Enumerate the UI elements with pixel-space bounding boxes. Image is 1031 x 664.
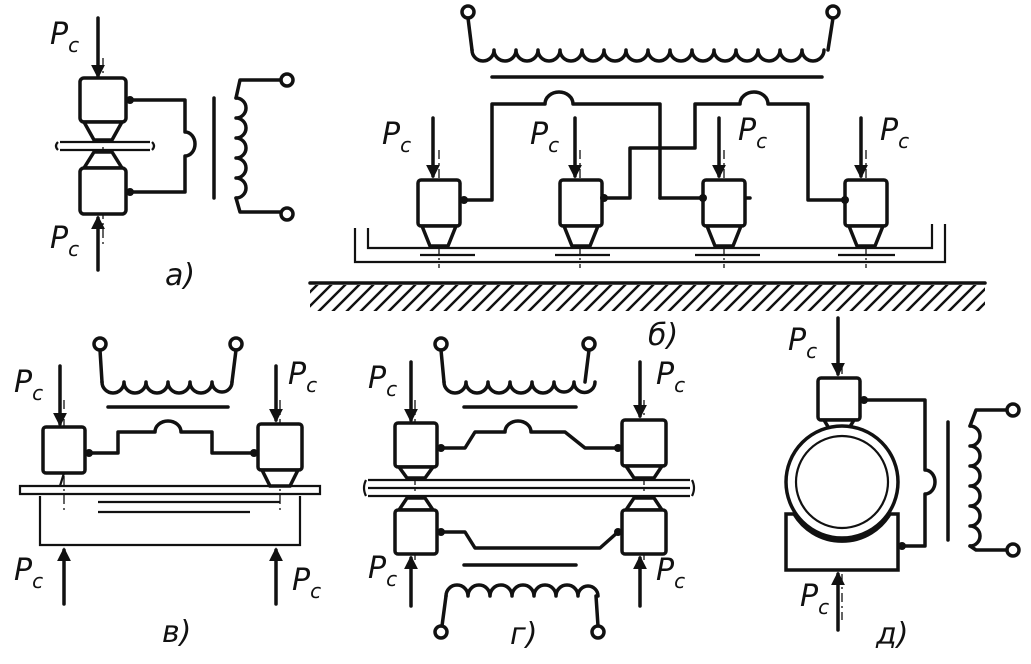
force-label: Pc xyxy=(880,113,909,153)
primary-coil-g-upper xyxy=(442,380,597,395)
force-label: Pc xyxy=(530,117,559,157)
caption-a: а) xyxy=(165,258,195,293)
primary-coil-g-lower xyxy=(444,583,600,598)
electrode-b1 xyxy=(416,150,468,268)
electrode-b4 xyxy=(841,150,889,268)
scheme-v: Pc Pc Pc Pc в) xyxy=(14,336,322,650)
scheme-a: Pc Pc а) xyxy=(50,16,295,293)
primary-coil-v xyxy=(100,380,234,395)
workpiece-v xyxy=(18,484,322,496)
pipe-outer xyxy=(784,424,900,540)
secondary-circuit-b2 xyxy=(658,90,845,202)
ground-hatch xyxy=(310,285,985,311)
scheme-b: Pc Pc Pc Pc б) xyxy=(308,4,987,353)
upper-electrode-d xyxy=(816,376,862,422)
primary-coil-a xyxy=(234,96,248,200)
caption-g: г) xyxy=(510,617,537,652)
scheme-g: Pc Pc Pc Pc г) xyxy=(362,336,696,652)
force-label: Pc xyxy=(14,553,43,593)
workpiece-channel-b xyxy=(353,224,947,264)
workpiece-sheets xyxy=(60,140,150,152)
electrode-v-left xyxy=(41,425,87,475)
electrode-b3 xyxy=(699,150,747,268)
secondary-circuit-v xyxy=(87,419,256,455)
electrode-g-tr xyxy=(620,418,668,468)
pipe-inner xyxy=(794,434,890,530)
lower-electrode xyxy=(78,166,128,216)
electrode-g-tl xyxy=(393,421,439,469)
electrode-b2 xyxy=(558,150,608,268)
caption-d: д) xyxy=(875,617,908,652)
caption-v: в) xyxy=(162,615,191,650)
secondary-circuit-g-upper xyxy=(439,419,620,450)
caption-b: б) xyxy=(648,318,678,353)
workpiece-g xyxy=(368,478,690,498)
force-label: Pc xyxy=(788,323,817,363)
force-label: Pc xyxy=(288,357,317,397)
secondary-circuit-d xyxy=(862,398,937,548)
force-label: Pc xyxy=(50,221,79,261)
primary-coil-b xyxy=(470,48,826,63)
lower-support-d xyxy=(784,512,900,572)
force-label: Pc xyxy=(800,579,829,619)
secondary-circuit-g-lower xyxy=(439,530,620,550)
force-label: Pc xyxy=(368,361,397,401)
upper-electrode xyxy=(78,76,128,124)
force-label: Pc xyxy=(368,551,397,591)
force-label: Pc xyxy=(50,17,79,57)
scheme-d: Pc Pc д) xyxy=(784,316,1021,652)
primary-coil-d xyxy=(968,424,982,548)
secondary-circuit-b1 xyxy=(464,90,662,202)
secondary-circuit-a xyxy=(128,98,197,194)
force-label: Pc xyxy=(382,117,411,157)
force-label: Pc xyxy=(14,365,43,405)
electrode-g-bl xyxy=(393,508,439,556)
force-label: Pc xyxy=(656,553,685,593)
force-label: Pc xyxy=(292,563,321,603)
electrode-v-right xyxy=(256,422,304,472)
force-label: Pc xyxy=(738,113,767,153)
lower-electrode-tip xyxy=(80,150,126,170)
electrode-g-br xyxy=(620,508,668,556)
upper-electrode-tip xyxy=(81,120,125,142)
force-label: Pc xyxy=(656,357,685,397)
